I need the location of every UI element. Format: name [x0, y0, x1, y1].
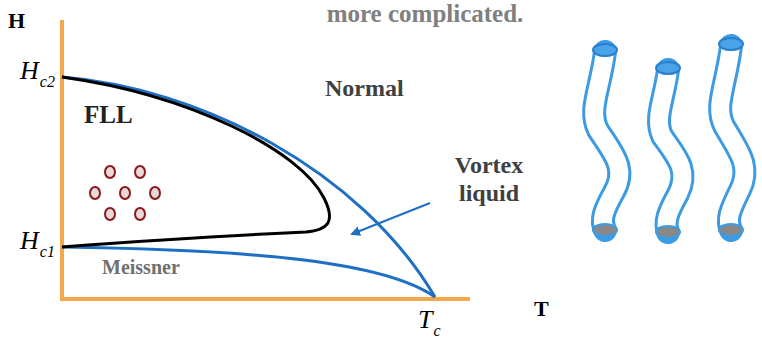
leader-arrow — [352, 203, 430, 234]
vortex-dot — [135, 166, 145, 178]
region-label: FLL — [84, 102, 133, 127]
vortex-dot — [150, 187, 160, 199]
region-label: Meissner — [102, 257, 180, 277]
temperature-symbol: T — [418, 307, 432, 333]
vortex-dot — [105, 208, 115, 220]
field-symbol: H — [20, 228, 39, 254]
subscript: c2 — [40, 74, 55, 90]
region-label: Normal — [325, 76, 404, 100]
axis-label: H — [8, 10, 25, 32]
vortex-dot — [120, 187, 130, 199]
hc1-curve — [62, 247, 435, 297]
region-label: Vortex liquid — [434, 152, 544, 207]
field-symbol: H — [20, 58, 39, 84]
h-axis — [60, 20, 64, 300]
vortex-dot — [105, 166, 115, 178]
subscript: c — [433, 323, 440, 339]
vortex-tube — [593, 44, 619, 236]
melting-curve — [62, 77, 330, 247]
slide-heading: more complicated. — [327, 1, 524, 26]
hc2-curve — [62, 77, 435, 297]
vortex-dot — [135, 208, 145, 220]
axis-label: T — [534, 298, 549, 320]
vortex-tube — [719, 38, 745, 236]
vortex-lattice — [90, 166, 160, 220]
vortex-dot — [90, 187, 100, 199]
subscript: c1 — [40, 244, 55, 260]
vortex-tube — [656, 62, 683, 238]
t-axis — [60, 297, 470, 301]
vortex-tubes — [593, 38, 745, 238]
